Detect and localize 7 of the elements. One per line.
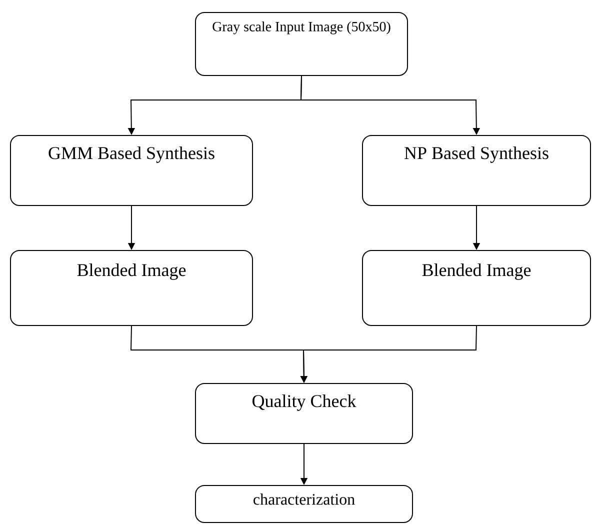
process-box: Blended Image bbox=[10, 250, 253, 326]
process-box: NP Based Synthesis bbox=[362, 135, 591, 206]
process-box: characterization bbox=[195, 485, 413, 523]
process-box: Quality Check bbox=[195, 383, 413, 444]
process-box: Gray scale Input Image (50x50) bbox=[195, 12, 408, 76]
process-box: GMM Based Synthesis bbox=[10, 135, 253, 206]
process-box: Blended Image bbox=[362, 250, 591, 326]
